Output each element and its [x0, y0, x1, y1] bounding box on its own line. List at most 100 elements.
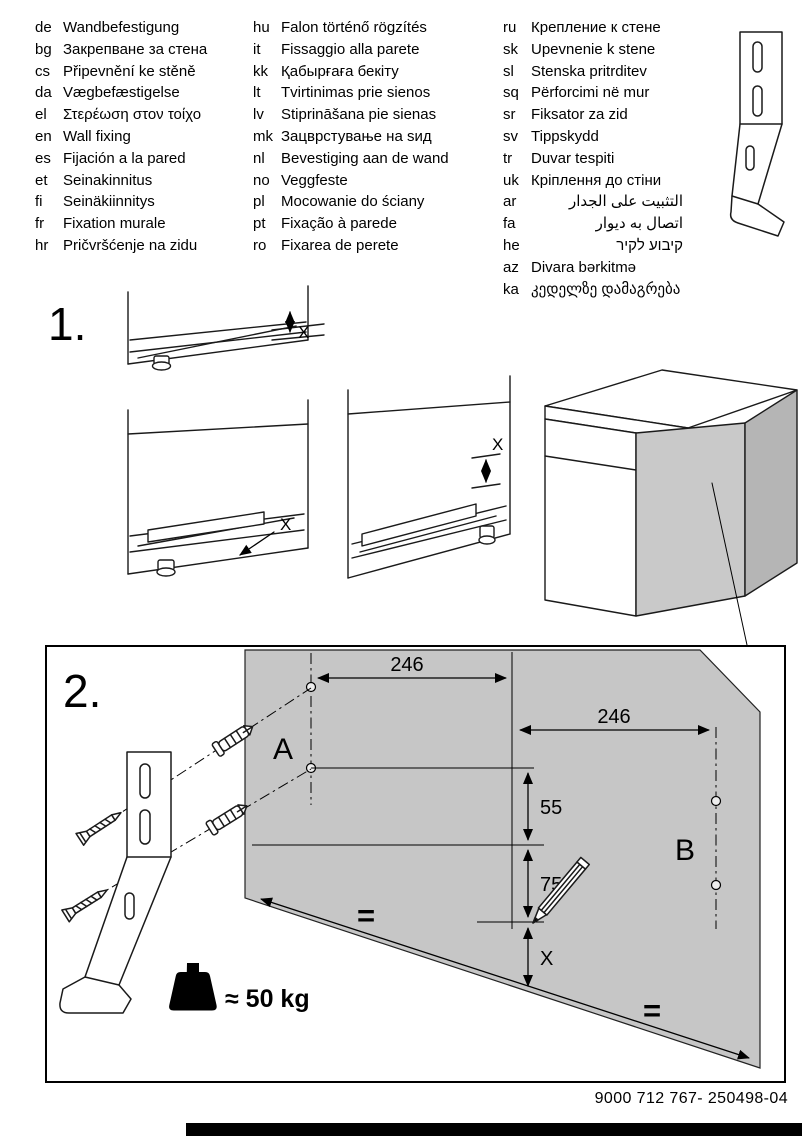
language-code: ar — [503, 193, 517, 211]
language-row: az Divara bərkitmə — [503, 257, 683, 279]
weight-icon — [169, 963, 217, 1011]
language-row: en Wall fixing — [35, 126, 228, 148]
language-label: Fixarea de perete — [281, 236, 399, 254]
language-label: Pričvršćenje na zidu — [63, 236, 198, 254]
language-row: nl Bevestiging aan de wand — [253, 148, 449, 170]
appliance-base-illustration-top: X — [127, 285, 325, 371]
screw-icon — [75, 811, 122, 846]
language-label: Upevnenie k stene — [531, 40, 656, 58]
language-row: lv Stiprināšana pie sienas — [253, 104, 446, 126]
wall-bracket-illustration-large — [59, 751, 172, 1014]
drill-hole-b2 — [710, 879, 722, 891]
language-code: sk — [503, 40, 518, 58]
language-label: Připevnění ke stěně — [63, 62, 196, 80]
language-code: cs — [35, 62, 50, 80]
language-code: fa — [503, 215, 516, 233]
language-row: sr Fiksator za zid — [503, 104, 683, 126]
dimension-x-bottom-left-label: X — [280, 515, 291, 534]
dimension-55-label: 55 — [540, 797, 562, 819]
language-list-column-1: de Wandbefestigung bg Закрепване за стен… — [35, 17, 228, 257]
language-row: he קיבוע לקיר — [503, 235, 683, 257]
language-label: Stiprināšana pie sienas — [281, 106, 437, 124]
language-code: nl — [253, 149, 265, 167]
language-code: et — [35, 171, 48, 189]
niche-pointer-line — [711, 482, 748, 646]
language-row: sk Upevnenie k stene — [503, 39, 683, 61]
language-label: Қабырғаға бекіту — [281, 62, 399, 80]
language-label: Fissaggio alla parete — [281, 40, 420, 58]
language-row: tr Duvar tespiti — [503, 148, 683, 170]
language-row: da Vægbefæstigelse — [35, 82, 228, 104]
language-row: ka კედელზე დამაგრება — [503, 279, 683, 301]
dimension-x-middle-label: X — [492, 435, 503, 454]
language-row: mk Зацврстување на ѕид — [253, 126, 446, 148]
language-row: uk Кріплення до стіни — [503, 170, 683, 192]
wall-bracket-illustration-top — [729, 31, 785, 237]
language-code: en — [35, 127, 52, 145]
language-list-column-3: ru Крепление к стене sk Upevnenie k sten… — [503, 17, 683, 300]
language-code: az — [503, 258, 519, 276]
language-code: pl — [253, 193, 265, 211]
language-label: Зацврстување на ѕид — [281, 127, 432, 145]
language-label: Falon történő rögzítés — [281, 19, 427, 36]
language-label: Përforcimi në mur — [531, 84, 650, 102]
document-number: 9000 712 767- 250498-04 — [594, 1090, 788, 1107]
language-code: sv — [503, 127, 518, 145]
language-label: Кріплення до стіни — [531, 171, 662, 189]
language-list-column-2: hu Falon történő rögzítés it Fissaggio a… — [253, 17, 449, 257]
language-code: pt — [253, 215, 266, 233]
language-row: fr Fixation murale — [35, 213, 228, 235]
language-label: Vægbefæstigelse — [63, 84, 180, 102]
wall-plug-icon — [211, 725, 254, 757]
drill-hole-b1 — [710, 795, 722, 807]
language-label: Στερέωση στον τοίχο — [63, 106, 202, 124]
language-label: Tippskydd — [531, 127, 599, 145]
language-code: tr — [503, 149, 513, 167]
language-row: lt Tvirtinimas prie sienos — [253, 82, 446, 104]
dimension-246-right-label: 246 — [597, 706, 630, 728]
language-row: sv Tippskydd — [503, 126, 683, 148]
language-code: el — [35, 106, 47, 124]
bottom-width-arrow — [260, 897, 750, 1060]
language-label: Seinäkiinnitys — [63, 193, 155, 211]
wall-plug-icon — [205, 804, 248, 836]
step-2-label: 2. — [63, 665, 101, 717]
max-load-label: ≈ 50 kg — [225, 985, 310, 1013]
dimension-246-left-label: 246 — [390, 654, 423, 676]
language-code: sl — [503, 62, 514, 80]
language-code: fi — [35, 193, 43, 211]
language-label: Fijación a la pared — [63, 149, 186, 167]
language-code: es — [35, 149, 51, 167]
step-1-label: 1. — [48, 298, 86, 350]
screw-icon — [61, 889, 108, 923]
language-label: Wandbefestigung — [63, 19, 180, 36]
language-row: sq Përforcimi në mur — [503, 82, 683, 104]
language-label: Крепление к стене — [531, 19, 661, 36]
language-code: he — [503, 236, 520, 254]
step2-panel: A B 246 246 55 75 X — [45, 645, 786, 1083]
language-code: mk — [253, 127, 273, 145]
wall-bracket-icon — [729, 31, 785, 237]
language-label: التثبيت على الجدار — [568, 193, 683, 211]
language-code: uk — [503, 171, 519, 189]
language-label: Mocowanie do ściany — [281, 193, 425, 211]
language-label: Stenska pritrditev — [531, 62, 647, 80]
dimension-x-top-label: X — [298, 323, 309, 342]
point-a-label: A — [273, 733, 293, 766]
equal-spacing-left-label: = — [357, 898, 375, 933]
language-code: hr — [35, 236, 49, 254]
language-code: kk — [253, 62, 268, 80]
wall-drilling-diagram: A B 246 246 55 75 X — [59, 649, 761, 1069]
language-code: ru — [503, 19, 517, 36]
language-label: კედელზე დამაგრება — [531, 280, 681, 298]
equal-spacing-right-label: = — [643, 993, 661, 1028]
language-row: hr Pričvršćenje na zidu — [35, 235, 228, 257]
language-row: ru Крепление к стене — [503, 17, 683, 39]
language-row: el Στερέωση στον τοίχο — [35, 104, 228, 126]
language-label: Fiksator za zid — [531, 106, 628, 124]
language-label: Fixation murale — [63, 215, 166, 233]
language-code: de — [35, 19, 52, 36]
language-code: ka — [503, 280, 519, 298]
language-row: ar التثبيت على الجدار — [503, 191, 683, 213]
step1-illustrations: 1. X X — [48, 285, 798, 646]
